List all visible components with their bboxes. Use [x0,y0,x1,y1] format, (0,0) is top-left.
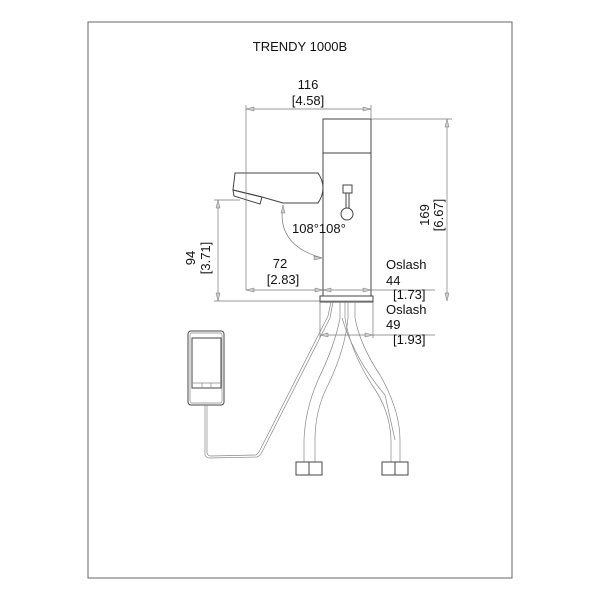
control-box [187,330,225,406]
svg-text:108°108°: 108°108° [292,221,346,236]
dimension-spout-reach: 72 [2.83] [245,256,435,293]
svg-text:169: 169 [417,204,432,226]
sensor-cable [204,301,334,459]
faucet-body [319,118,374,303]
svg-text:[1.93]: [1.93] [393,332,426,347]
svg-text:44: 44 [386,273,400,288]
svg-text:49: 49 [386,317,400,332]
svg-text:[2.83]: [2.83] [267,272,300,287]
svg-text:116: 116 [298,77,319,92]
svg-text:Oslash: Oslash [386,257,426,272]
supply-hoses [295,302,409,476]
svg-text:[4.58]: [4.58] [292,93,325,108]
dimension-angle: 108°108° [280,204,346,261]
dimension-spout-height: 94 [3.71] [183,199,373,302]
svg-text:94: 94 [183,251,198,265]
svg-text:[1.73]: [1.73] [393,287,426,302]
svg-text:72: 72 [273,256,287,271]
svg-text:[6.67]: [6.67] [431,199,446,232]
lever-handle [340,184,354,221]
drawing-frame [87,21,513,579]
dimension-base-diameter: Oslash 49 [1.93] [319,302,435,347]
svg-text:Oslash: Oslash [386,302,426,317]
dimension-height: 169 [6.67] [371,118,452,302]
drawing-title: TRENDY 1000B [253,39,347,54]
dimension-body-diameter: Oslash 44 [1.73] [386,257,426,302]
dimension-width: 116 [4.58] [245,77,372,290]
svg-text:[3.71]: [3.71] [198,242,213,275]
spout [232,172,324,205]
